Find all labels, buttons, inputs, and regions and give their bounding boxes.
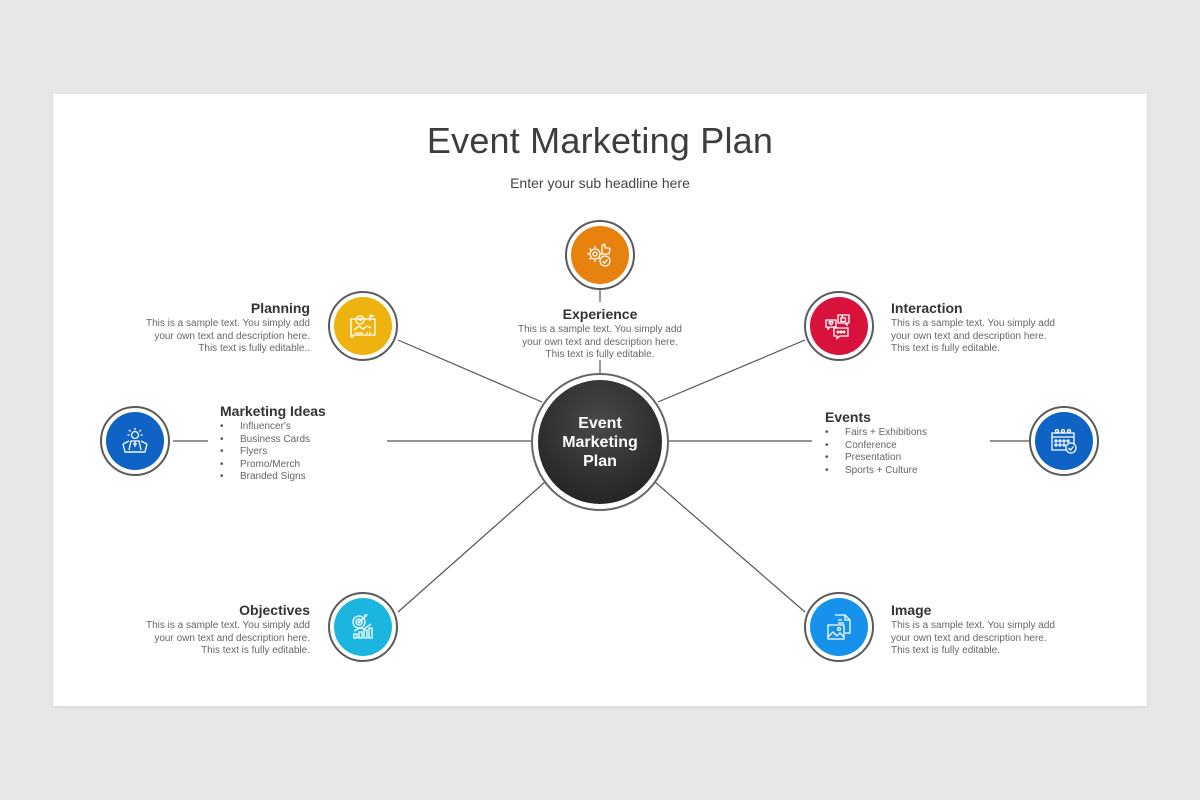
image-text-3: This text is fully editable.	[891, 645, 1000, 656]
list-item: Influencer's	[220, 421, 400, 434]
experience-text-1: This is a sample text. You simply add	[518, 324, 682, 335]
node-objectives[interactable]	[328, 592, 398, 662]
list-item: Promo/Merch	[220, 459, 400, 472]
node-interaction[interactable]	[804, 291, 874, 361]
list-item: Sports + Culture	[825, 465, 1005, 478]
image-document-icon	[810, 598, 868, 656]
center-hub-line-2: Marketing	[562, 433, 638, 451]
chat-bubbles-icon	[810, 297, 868, 355]
idea-person-icon	[106, 412, 164, 470]
objectives-text-1: This is a sample text. You simply add	[146, 620, 310, 631]
image-text-1: This is a sample text. You simply add	[891, 620, 1055, 631]
node-planning[interactable]	[328, 291, 398, 361]
list-item: Branded Signs	[220, 471, 400, 484]
node-events[interactable]	[1029, 406, 1099, 476]
experience-title: Experience	[562, 306, 638, 322]
planning-text-3: This text is fully editable..	[198, 343, 310, 354]
planning-title: Planning	[250, 300, 310, 316]
gear-thumbs-up-icon	[571, 226, 629, 284]
planning-text-2: your own text and description here.	[154, 330, 310, 342]
center-hub-line-1: Event	[578, 414, 622, 432]
block-image: Image This is a sample text. You simply …	[891, 602, 1091, 658]
target-chart-icon	[334, 598, 392, 656]
block-planning: Planning This is a sample text. You simp…	[110, 300, 310, 356]
interaction-title: Interaction	[891, 300, 963, 316]
events-list: Fairs + Exhibitions Conference Presentat…	[825, 427, 1005, 477]
block-objectives: Objectives This is a sample text. You si…	[110, 602, 310, 658]
experience-text-3: This text is fully editable.	[545, 349, 655, 360]
center-hub[interactable]: Event Marketing Plan	[531, 373, 669, 511]
interaction-text-2: your own text and description here.	[891, 330, 1047, 342]
node-experience[interactable]	[565, 220, 635, 290]
block-experience: Experience This is a sample text. You si…	[500, 306, 700, 362]
image-title: Image	[891, 602, 932, 618]
interaction-text-1: This is a sample text. You simply add	[891, 318, 1055, 329]
strategy-map-icon	[334, 297, 392, 355]
planning-text-1: This is a sample text. You simply add	[146, 318, 310, 329]
block-interaction: Interaction This is a sample text. You s…	[891, 300, 1091, 356]
center-hub-fill: Event Marketing Plan	[538, 380, 662, 504]
experience-text-2: your own text and description here.	[522, 336, 678, 348]
objectives-text-3: This text is fully editable.	[201, 645, 310, 656]
node-image[interactable]	[804, 592, 874, 662]
image-text-2: your own text and description here.	[891, 632, 1047, 644]
objectives-title: Objectives	[239, 602, 310, 618]
marketing-ideas-title: Marketing Ideas	[220, 403, 326, 419]
list-item: Presentation	[825, 452, 1005, 465]
slide-subtitle: Enter your sub headline here	[510, 175, 690, 191]
slide-title: Event Marketing Plan	[426, 120, 774, 161]
list-item: Fairs + Exhibitions	[825, 427, 1005, 440]
block-marketing-ideas: Marketing Ideas Influencer's Business Ca…	[220, 403, 400, 484]
list-item: Conference	[825, 440, 1005, 453]
calendar-check-icon	[1035, 412, 1093, 470]
events-title: Events	[825, 409, 871, 425]
node-marketing-ideas[interactable]	[100, 406, 170, 476]
block-events: Events Fairs + Exhibitions Conference Pr…	[825, 409, 1005, 477]
center-hub-line-3: Plan	[583, 452, 617, 470]
list-item: Flyers	[220, 446, 400, 459]
interaction-text-3: This text is fully editable.	[891, 343, 1000, 354]
list-item: Business Cards	[220, 434, 400, 447]
objectives-text-2: your own text and description here.	[154, 632, 310, 644]
marketing-ideas-list: Influencer's Business Cards Flyers Promo…	[220, 421, 400, 484]
